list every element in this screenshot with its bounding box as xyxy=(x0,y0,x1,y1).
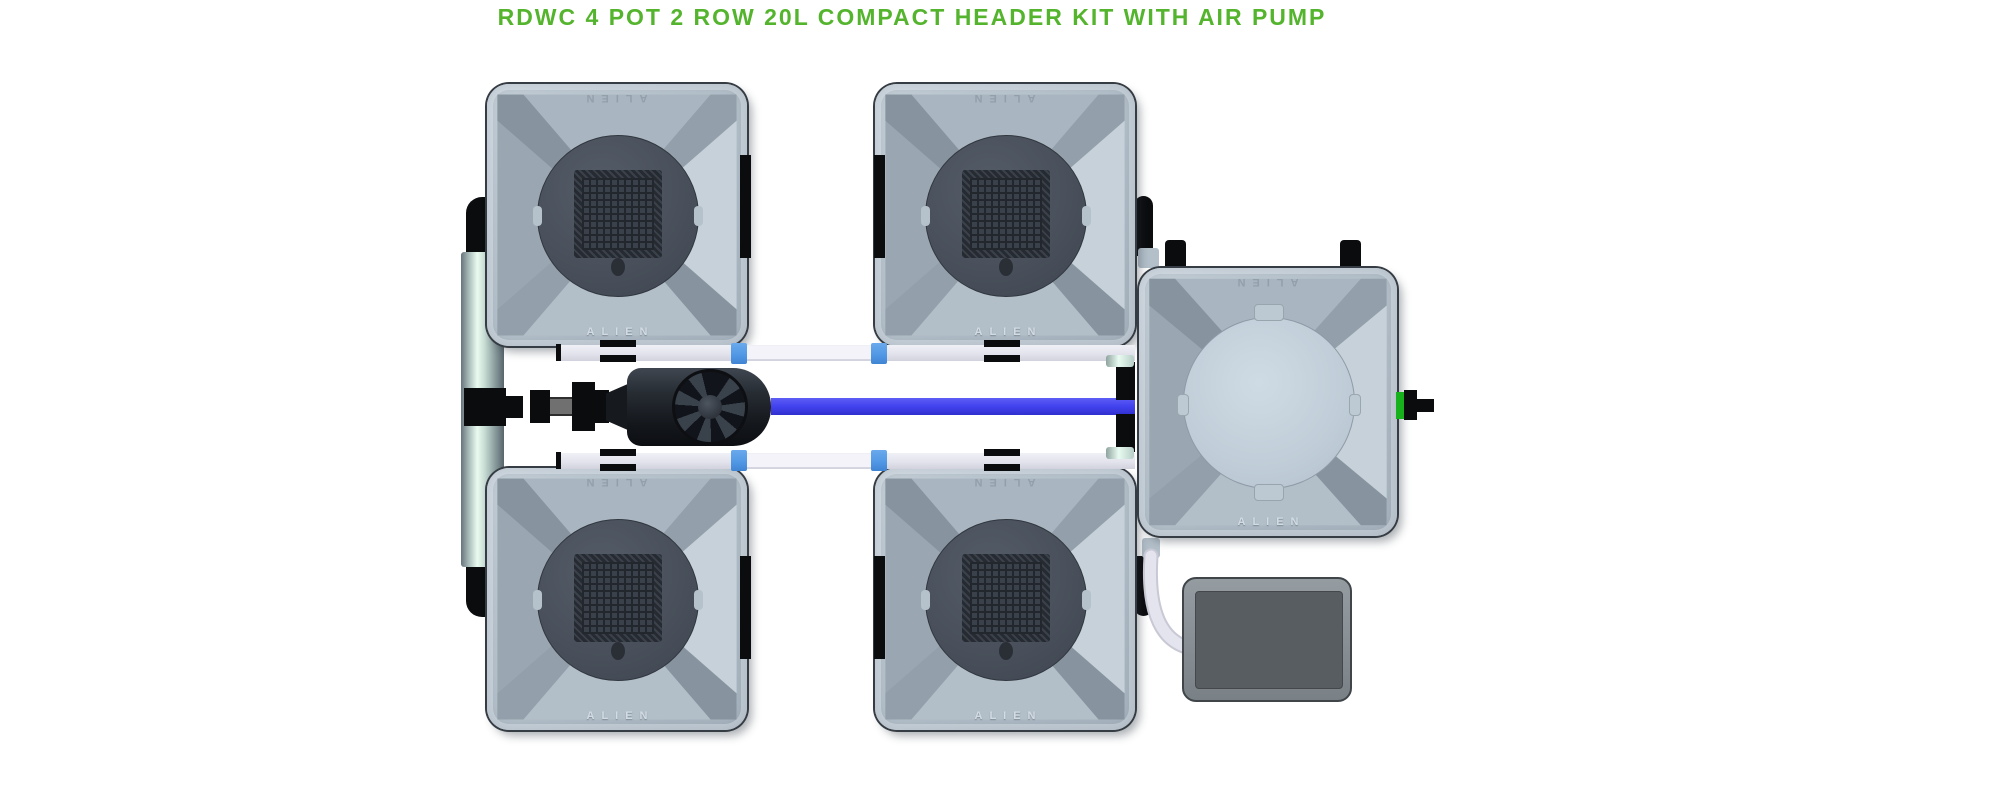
net-pot-mesh xyxy=(962,554,1050,642)
tank-port-bottom xyxy=(1116,414,1135,452)
outlet-barb xyxy=(1417,399,1434,412)
drain-fitting xyxy=(600,464,636,471)
valve-flange-left xyxy=(530,390,550,423)
plug-hole xyxy=(611,642,625,660)
stub-top-right xyxy=(1138,248,1159,268)
tee-fitting xyxy=(464,388,506,426)
drain-fitting xyxy=(600,449,636,456)
water-pump-impeller xyxy=(672,369,748,445)
row-pipe-top xyxy=(745,192,877,239)
plug-hole xyxy=(999,642,1013,660)
net-pot-mesh xyxy=(574,554,662,642)
plug-hole xyxy=(611,258,625,276)
pipe-cap-bottom xyxy=(1106,447,1134,459)
pot-side-port xyxy=(874,556,885,659)
brand-embossing: ALIEN xyxy=(974,326,1043,338)
pump-coupler xyxy=(595,390,609,423)
brand-embossing: ALIEN xyxy=(1237,516,1306,528)
net-pot-mesh xyxy=(962,170,1050,258)
outlet-valve-green xyxy=(1396,392,1404,419)
net-pot-lid xyxy=(921,519,1091,681)
air-tube xyxy=(1142,548,1198,656)
net-pot-lid xyxy=(533,519,703,681)
brand-embossing: ALIEN xyxy=(967,476,1036,488)
brand-embossing: ALIEN xyxy=(974,710,1043,722)
pipe-clip-blue xyxy=(871,450,887,471)
outlet-valve-body xyxy=(1404,390,1417,420)
drain-fitting xyxy=(984,464,1020,471)
pot-top-right: ALIEN ALIEN xyxy=(875,84,1135,346)
drain-fitting xyxy=(600,355,636,362)
valve-stub xyxy=(505,396,523,418)
net-pot-lid xyxy=(921,135,1091,297)
pot-side-port xyxy=(874,155,885,258)
brand-embossing: ALIEN xyxy=(586,326,655,338)
brand-embossing: ALIEN xyxy=(579,476,648,488)
drain-fitting xyxy=(984,355,1020,362)
row-pipe-bottom xyxy=(745,575,877,622)
drain-fitting xyxy=(600,340,636,347)
tank-lid-tab-bottom xyxy=(1254,484,1284,501)
pipe-union-bottom xyxy=(747,454,871,467)
header-tank: ALIEN ALIEN xyxy=(1139,268,1397,536)
tank-port-top xyxy=(1116,362,1135,400)
plug-hole xyxy=(999,258,1013,276)
tank-lid-tab-top xyxy=(1254,304,1284,321)
net-pot-mesh xyxy=(574,170,662,258)
pipe-stub xyxy=(556,344,561,361)
pot-side-port xyxy=(740,155,751,258)
pot-top-left: ALIEN ALIEN xyxy=(487,84,747,346)
pot-side-port xyxy=(740,556,751,659)
pipe-clip-blue xyxy=(731,343,747,364)
pipe-cap-top xyxy=(1106,355,1134,367)
valve-flange-right xyxy=(572,382,595,431)
page-title: RDWC 4 POT 2 ROW 20L COMPACT HEADER KIT … xyxy=(497,4,1327,30)
air-pump xyxy=(1182,577,1352,702)
tank-lid xyxy=(1177,317,1361,489)
pot-bottom-right: ALIEN ALIEN xyxy=(875,468,1135,730)
air-port-left xyxy=(1165,240,1186,272)
brand-embossing: ALIEN xyxy=(586,710,655,722)
brand-embossing: ALIEN xyxy=(967,92,1036,104)
brand-embossing: ALIEN xyxy=(1230,276,1299,288)
air-pump-face xyxy=(1195,591,1343,689)
net-pot-lid xyxy=(533,135,703,297)
brand-embossing: ALIEN xyxy=(579,92,648,104)
pipe-clip-blue xyxy=(731,450,747,471)
pipe-clip-blue xyxy=(871,343,887,364)
blue-delivery-pipe xyxy=(771,398,1135,415)
drain-fitting xyxy=(984,449,1020,456)
pipe-stub xyxy=(556,452,561,469)
pipe-union-top xyxy=(747,346,871,359)
drain-fitting xyxy=(984,340,1020,347)
pot-bottom-left: ALIEN ALIEN xyxy=(487,468,747,730)
air-port-right xyxy=(1340,240,1361,272)
elbow-top-right xyxy=(1134,196,1153,256)
